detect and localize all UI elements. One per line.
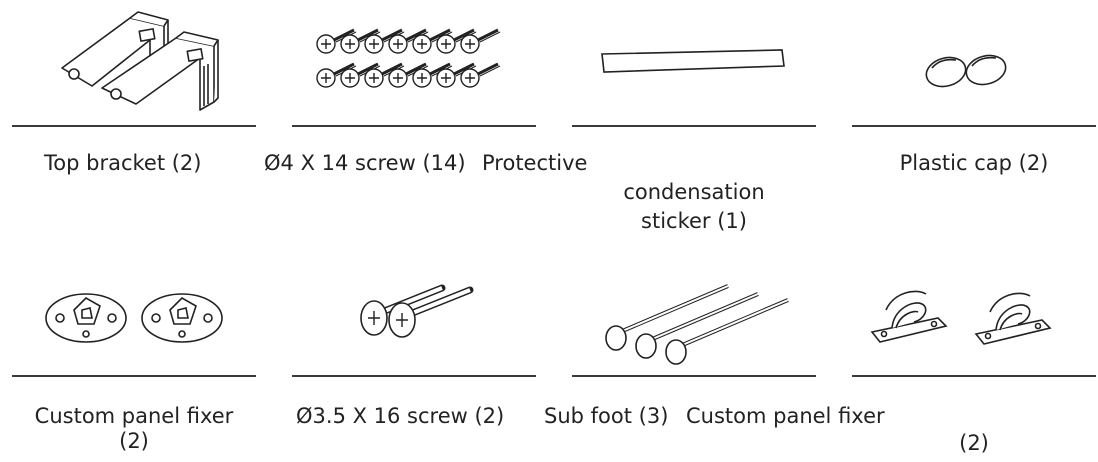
plastic-cap-illustration <box>916 40 1028 100</box>
plastic-cap-label: Plastic cap (2) <box>899 151 1049 175</box>
protective-label-line2: condensation <box>623 180 765 204</box>
divider-line <box>12 125 256 127</box>
screw-16-label: Ø3.5 X 16 screw (2) <box>296 404 505 428</box>
divider-line <box>292 375 536 377</box>
divider-line <box>292 125 536 127</box>
screws-16-illustration <box>352 274 482 354</box>
custom-panel-fixer-a-label-line1: Custom panel fixer <box>34 404 234 428</box>
custom-panel-fixer-b-label-line2: (2) <box>959 431 989 455</box>
protective-label-line3: sticker (1) <box>641 209 747 233</box>
divider-line <box>572 125 816 127</box>
sub-foot-label: Sub foot (3) <box>544 404 669 428</box>
divider-line <box>572 375 816 377</box>
custom-panel-fixer-a-label-line2: (2) <box>119 429 149 453</box>
custom-panel-fixer-b-label-line1: Custom panel fixer <box>686 404 885 428</box>
protective-label-line1: Protective <box>482 151 588 175</box>
protective-sticker-illustration <box>596 44 792 84</box>
top-bracket-label: Top bracket (2) <box>44 151 202 175</box>
sub-foot-illustration <box>598 276 798 366</box>
screws-14-illustration <box>312 14 522 104</box>
custom-panel-fixer-disc-illustration <box>38 280 238 350</box>
divider-line <box>852 125 1096 127</box>
top-bracket-illustration <box>52 6 242 116</box>
divider-line <box>852 375 1096 377</box>
divider-line <box>12 375 256 377</box>
screw-14-label: Ø4 X 14 screw (14) <box>264 151 466 175</box>
custom-panel-fixer-clip-illustration <box>864 270 1084 360</box>
